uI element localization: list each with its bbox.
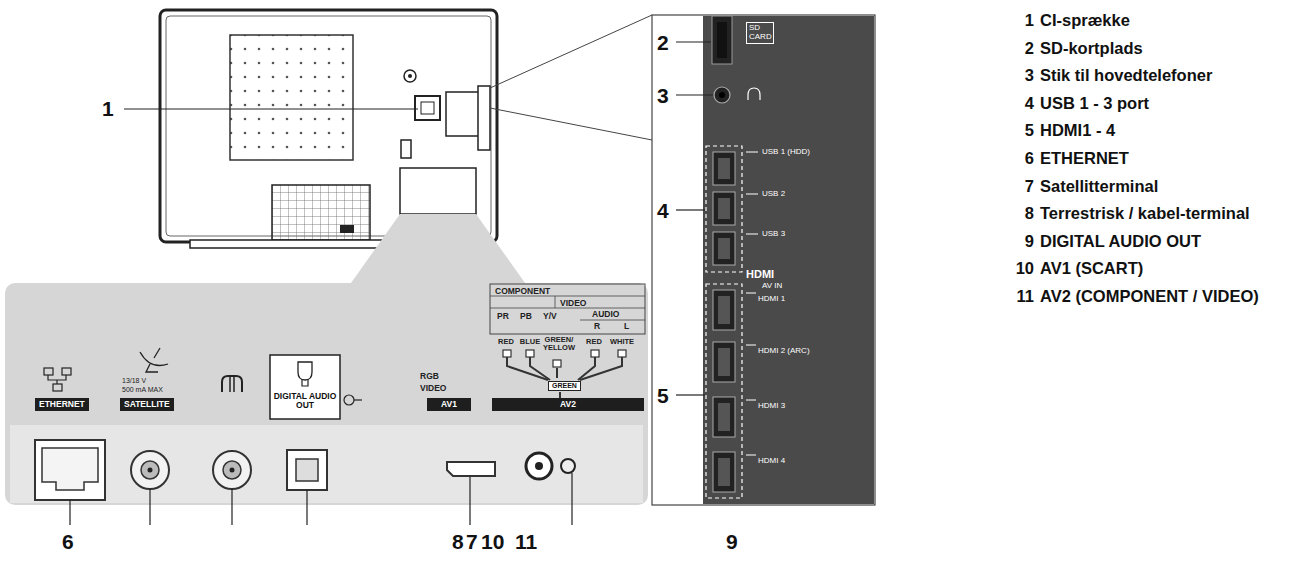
legend-text: Satellitterminal	[1040, 177, 1158, 195]
callout-number: 4	[1008, 94, 1034, 112]
legend-text: HDMI1 - 4	[1040, 121, 1115, 139]
av2-badge: AV2	[492, 398, 644, 411]
satellite-badge: SATELLITE	[120, 398, 174, 411]
port-name: ETHERNET	[39, 400, 85, 409]
port-label: USB 3	[762, 230, 785, 239]
callout-number: 10	[1008, 259, 1034, 277]
port-label: 500 mA MAX	[122, 386, 163, 394]
callout-number: 7	[1008, 177, 1034, 195]
port-label: HDMI 4	[758, 457, 785, 466]
port-label: R	[594, 322, 600, 331]
callout-number: 1	[102, 97, 114, 120]
legend-text: USB 1 - 3 port	[1040, 94, 1149, 112]
legend-text: AV2 (COMPONENT / VIDEO)	[1040, 287, 1259, 305]
port-label: GREEN	[548, 381, 581, 391]
callout-number: 2	[1008, 39, 1034, 57]
av1-badge: AV1	[427, 398, 471, 411]
port-label: PR	[497, 312, 509, 321]
port-name: AV2	[496, 400, 640, 409]
optical-label: DIGITAL AUDIO OUT	[272, 392, 338, 411]
port-label: VIDEO	[420, 384, 446, 393]
port-name: DIGITAL AUDIO OUT	[272, 392, 338, 411]
callout-number: 10	[481, 530, 504, 553]
port-label: AUDIO	[592, 310, 619, 319]
legend-text: ETHERNET	[1040, 149, 1129, 167]
callout-number: 6	[1008, 149, 1034, 167]
port-label: Y/V	[543, 312, 557, 321]
ethernet-badge: ETHERNET	[35, 398, 89, 411]
callout-number: 3	[657, 84, 669, 107]
port-label: WHITE	[607, 338, 637, 346]
callout-number: 5	[657, 384, 669, 407]
callout-number: 8	[452, 530, 464, 553]
callout-number: 3	[1008, 66, 1034, 84]
callout-number: 4	[657, 199, 669, 222]
callout-number: 9	[1008, 232, 1034, 250]
callout-number: 2	[657, 31, 669, 54]
port-label: USB 1 (HDD)	[762, 148, 810, 157]
legend-text: Stik til hovedtelefoner	[1040, 66, 1212, 84]
legend-text: Terrestrisk / kabel-terminal	[1040, 204, 1250, 222]
legend-text: SD-kortplads	[1040, 39, 1143, 57]
callout-number: 7	[466, 530, 478, 553]
port-name: AV1	[431, 400, 467, 409]
port-name: SATELLITE	[124, 400, 170, 409]
port-label: RED	[582, 338, 606, 346]
port-label: AV IN	[762, 282, 782, 291]
port-label: HDMI 1	[758, 295, 785, 304]
port-label: L	[624, 322, 629, 331]
port-label: RED	[495, 338, 517, 346]
port-label: COMPONENT	[495, 287, 550, 296]
port-label: USB 2	[762, 190, 785, 199]
port-label: RGB	[420, 372, 439, 381]
callout-number: 11	[515, 530, 537, 553]
port-label: GREEN/ YELLOW	[541, 336, 577, 353]
callout-number: 11	[1008, 287, 1034, 305]
port-label: HDMI 3	[758, 402, 785, 411]
callout-number: 6	[62, 530, 74, 553]
port-label: 13/18 V	[122, 377, 146, 385]
port-label: BLUE	[518, 338, 542, 346]
legend-text: AV1 (SCART)	[1040, 259, 1143, 277]
callout-number: 9	[726, 530, 738, 553]
legend-text: CI-sprække	[1040, 11, 1130, 29]
callout-number: 1	[1008, 11, 1034, 29]
port-label: PB	[520, 312, 532, 321]
callout-number: 8	[1008, 204, 1034, 222]
legend-text: DIGITAL AUDIO OUT	[1040, 232, 1201, 250]
callout-number: 5	[1008, 121, 1034, 139]
port-label: VIDEO	[560, 299, 586, 308]
port-label: HDMI	[746, 268, 774, 280]
port-label: SD CARD	[746, 22, 774, 44]
port-label: HDMI 2 (ARC)	[758, 347, 810, 356]
